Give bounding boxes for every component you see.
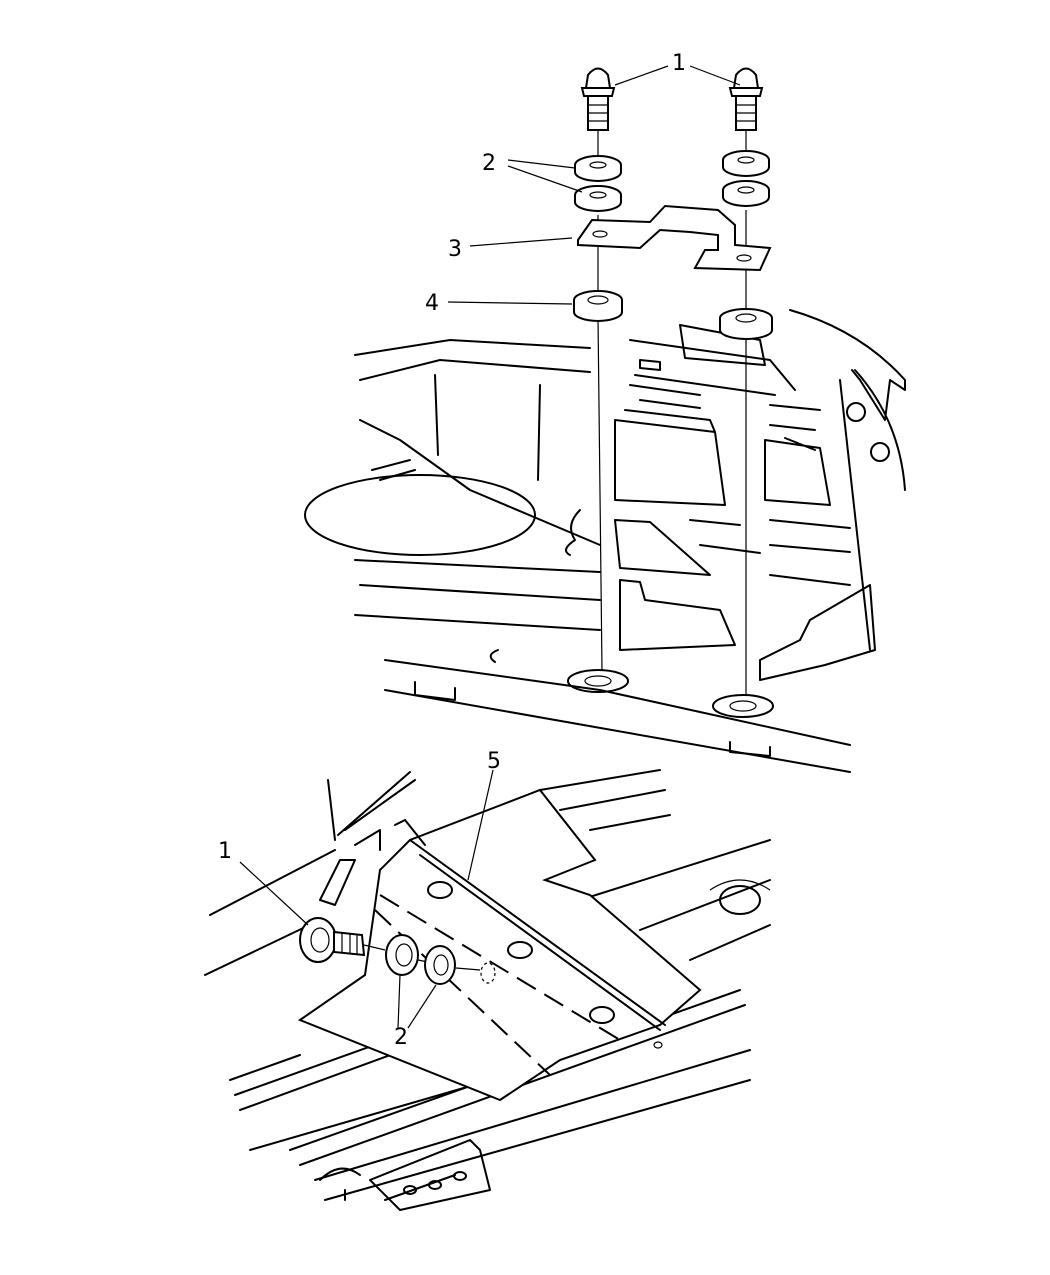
floor-pan-upper xyxy=(304,309,906,773)
callout-lower-1: 1 xyxy=(218,839,232,864)
callout-upper-2: 2 xyxy=(482,151,496,176)
bolt-lower xyxy=(299,917,366,963)
floor-oval-opening xyxy=(304,474,536,556)
floor-pan-lower xyxy=(204,769,771,1211)
bolt-upper-right xyxy=(728,67,764,131)
spacers xyxy=(573,290,773,340)
washers-lower xyxy=(385,934,496,985)
callout-lower-2: 2 xyxy=(394,1025,408,1050)
bolt-upper-left xyxy=(580,67,616,131)
callout-upper-3: 3 xyxy=(448,237,462,262)
bracket xyxy=(577,204,772,272)
callout-lower-5: 5 xyxy=(487,749,501,774)
washers-upper xyxy=(574,150,770,212)
callout-upper-4: 4 xyxy=(425,291,439,316)
callout-upper-1: 1 xyxy=(672,51,686,76)
